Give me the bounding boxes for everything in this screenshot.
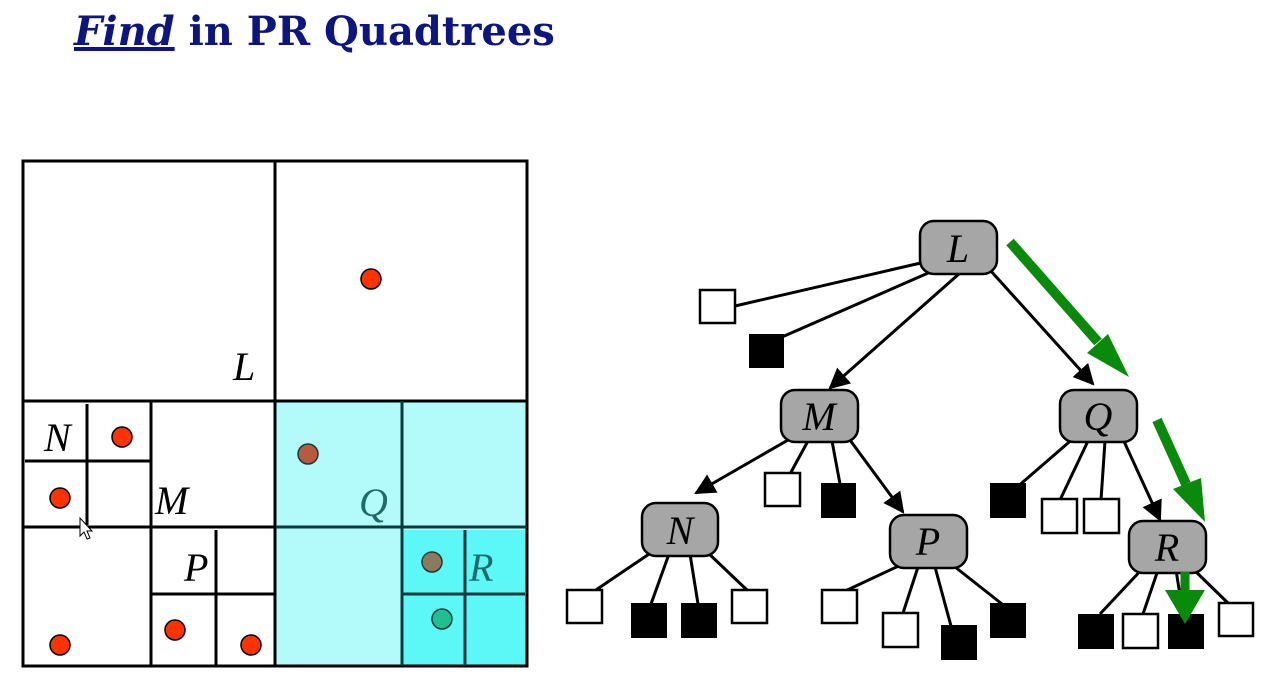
region-label-l: L <box>232 344 255 389</box>
leaf-full <box>990 483 1026 518</box>
point <box>164 619 186 641</box>
leaf-empty <box>1121 612 1160 650</box>
leaf-empty <box>1040 497 1079 535</box>
region-label-n: N <box>43 415 73 460</box>
leaf-empty <box>698 288 737 325</box>
leaf-full <box>681 603 717 638</box>
tree-node-n: N <box>640 501 720 558</box>
point <box>431 608 453 630</box>
point <box>360 268 382 290</box>
leaf-empty <box>820 588 859 625</box>
quadtree-tree: L M Q N P R <box>565 219 1255 660</box>
leaf-empty <box>881 611 920 649</box>
leaf-full <box>1078 614 1114 649</box>
tree-node-label-n: N <box>666 508 696 553</box>
title-rest: in PR Quadtrees <box>188 8 555 55</box>
tree-node-label-l: L <box>946 226 969 271</box>
leaf-empty <box>1082 497 1121 535</box>
data-points <box>49 268 453 656</box>
tree-node-label-m: M <box>801 394 838 439</box>
leaf-full <box>749 334 784 368</box>
point <box>421 551 443 573</box>
leaf-full <box>821 483 856 518</box>
tree-node-r: R <box>1127 519 1208 575</box>
title-emphasis: Find <box>74 8 175 55</box>
region-label-m: M <box>154 478 191 523</box>
tree-node-label-q: Q <box>1084 394 1113 439</box>
point <box>49 634 71 656</box>
search-arrow-l-to-q <box>1006 238 1129 377</box>
leaf-empty <box>730 588 769 625</box>
leaf-full <box>631 603 667 638</box>
spatial-decomposition: L N M P Q R <box>21 159 529 668</box>
leaf-nodes <box>565 288 1255 660</box>
search-arrow-r-to-leaf <box>1165 572 1205 624</box>
tree-node-label-r: R <box>1154 525 1179 570</box>
tree-node-q: Q <box>1058 388 1139 444</box>
region-label-q: Q <box>359 480 388 525</box>
leaf-empty <box>763 471 802 508</box>
point <box>240 634 262 656</box>
region-label-r: R <box>468 545 493 590</box>
tree-node-m: M <box>779 388 860 444</box>
tree-node-l: L <box>918 219 999 276</box>
point <box>297 443 319 465</box>
search-path-arrows <box>1006 238 1205 624</box>
tree-node-label-p: P <box>915 519 940 564</box>
mouse-cursor-icon <box>79 516 94 540</box>
leaf-full <box>941 625 977 660</box>
region-label-p: P <box>183 545 208 590</box>
leaf-empty <box>565 588 604 625</box>
leaf-empty <box>1217 601 1255 638</box>
leaf-full <box>990 603 1026 638</box>
search-arrow-q-to-r <box>1152 417 1205 522</box>
tree-node-p: P <box>888 513 969 570</box>
point <box>111 426 133 448</box>
point <box>49 487 71 509</box>
page-title: Find in PR Quadtrees <box>74 8 555 55</box>
